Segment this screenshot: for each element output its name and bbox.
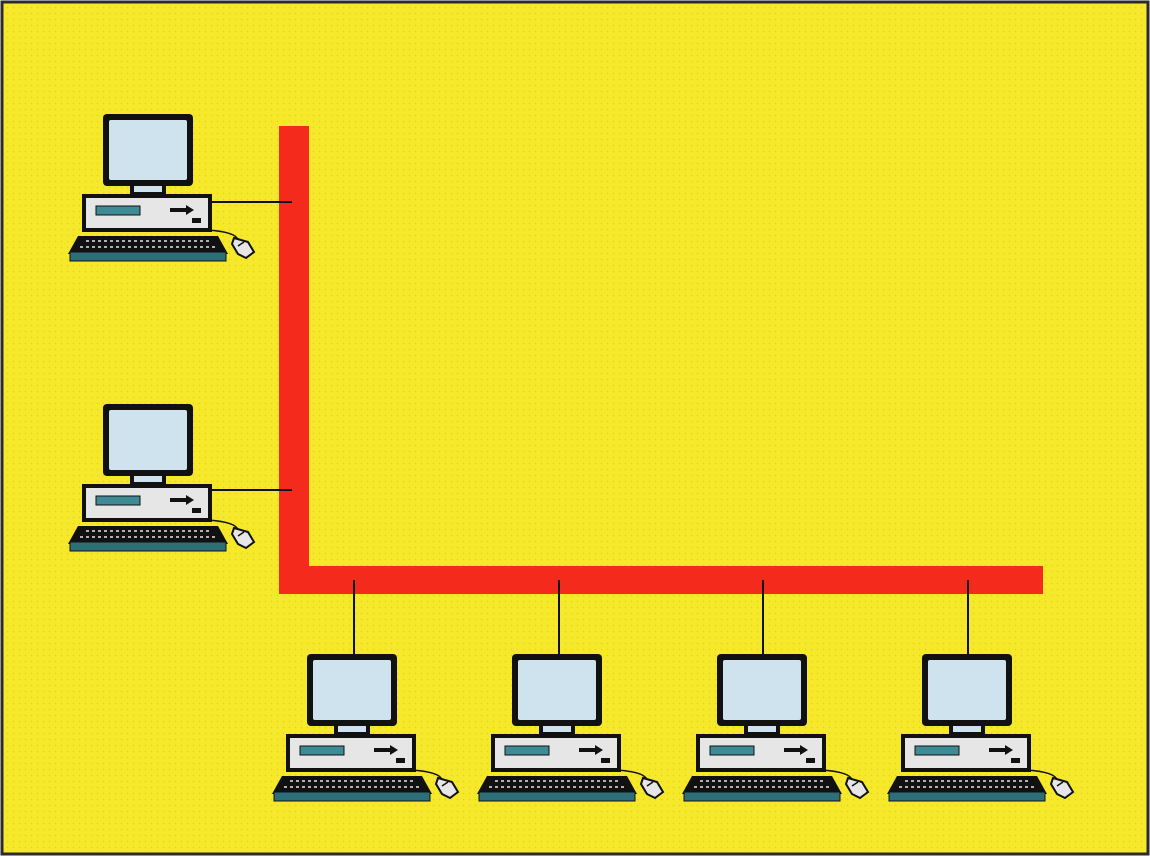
bus-horizontal-segment bbox=[279, 566, 1043, 594]
bus-vertical-segment bbox=[279, 126, 309, 592]
